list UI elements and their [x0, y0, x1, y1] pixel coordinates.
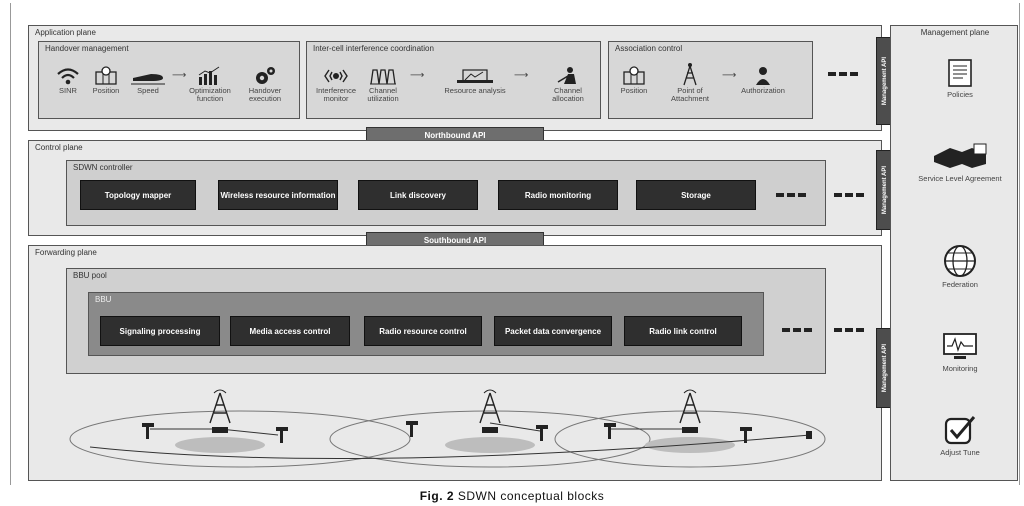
bbu-label: BBU [95, 295, 112, 304]
person-icon [756, 67, 770, 85]
sinr-item: SINR [50, 66, 86, 95]
signaling-processing-module: Signaling processing [100, 316, 220, 346]
association-control-group: Association control [608, 41, 813, 119]
sla-item: Service Level Agreement [905, 142, 1015, 184]
storage-module: Storage [636, 180, 756, 210]
globe-icon [944, 245, 976, 277]
point-of-attachment-label: Point of Attachment [671, 86, 709, 103]
handover-execution-label: Handover execution [248, 86, 282, 103]
monitoring-item: Monitoring [905, 332, 1015, 374]
arrow-icon: ⟶ [172, 70, 187, 81]
figure-caption: Fig. 2 SDWN conceptual blocks [0, 489, 1024, 503]
worker-icon [557, 67, 576, 84]
interference-coordination-group: Inter-cell interference coordination [306, 41, 601, 119]
arrow-icon: ⟶ [410, 70, 425, 81]
channel-allocation-item: Channel allocation [540, 66, 596, 103]
map-pin-icon [95, 66, 117, 85]
more-bbu-modules-ellipsis [782, 328, 812, 332]
coverage-ellipses [69, 410, 826, 468]
arrow-icon: ⟶ [722, 70, 737, 81]
radio-resource-control-module: Radio resource control [364, 316, 482, 346]
application-plane-label: Application plane [35, 28, 96, 37]
base-unit-icon [212, 427, 698, 433]
bar-chart-icon [198, 66, 220, 85]
waveform-icon [370, 69, 396, 85]
sla-label: Service Level Agreement [918, 174, 1002, 183]
bullet-train-icon [131, 74, 165, 85]
cell-tower-icon [209, 392, 701, 424]
optimization-item: Optimization function [186, 66, 234, 103]
wireless-resource-module: Wireless resource information [218, 180, 338, 210]
wifi-icon [57, 68, 79, 85]
channel-allocation-label: Channel allocation [552, 86, 584, 103]
figure-number: Fig. 2 [419, 489, 455, 503]
cell-shadows [175, 437, 735, 453]
radio-monitoring-module: Radio monitoring [498, 180, 618, 210]
link-discovery-module: Link discovery [358, 180, 478, 210]
more-controller-modules-ellipsis [776, 193, 806, 197]
links [89, 422, 811, 460]
figure-title: SDWN conceptual blocks [454, 489, 605, 503]
topology-mapper-module: Topology mapper [80, 180, 196, 210]
more-pools-ellipsis [834, 328, 864, 332]
sdwn-controller-label: SDWN controller [73, 163, 133, 172]
interference-coordination-label: Inter-cell interference coordination [313, 44, 434, 53]
bbu-pool-label: BBU pool [73, 271, 107, 280]
radio-link-control-module: Radio link control [624, 316, 742, 346]
channel-utilization-item: Channel utilization [360, 66, 406, 103]
association-position-item: Position [614, 66, 654, 95]
adjust-tune-item: Adjust Tune [905, 414, 1015, 458]
authorization-item: Authorization [738, 66, 788, 95]
federation-label: Federation [942, 280, 978, 289]
association-position-label: Position [620, 86, 648, 95]
gears-icon [256, 67, 275, 84]
arrow-icon: ⟶ [514, 70, 529, 81]
radio-unit-icon [142, 421, 812, 443]
cell-tower-icon [683, 63, 697, 86]
more-controllers-ellipsis [834, 193, 864, 197]
more-apps-ellipsis [828, 72, 858, 76]
packet-data-convergence-module: Packet data convergence [494, 316, 612, 346]
point-of-attachment-item: Point of Attachment [662, 62, 718, 103]
handshake-icon [934, 143, 987, 168]
association-control-label: Association control [615, 44, 683, 53]
monitoring-label: Monitoring [942, 364, 978, 373]
signal-burst-icon [324, 69, 348, 83]
handover-management-label: Handover management [45, 44, 129, 53]
optimization-label: Optimization function [189, 86, 231, 103]
handover-management-group: Handover management [38, 41, 300, 119]
position-label: Position [92, 86, 120, 95]
radio-access-network-illustration [69, 389, 826, 468]
forwarding-plane-label: Forwarding plane [35, 248, 97, 257]
position-item: Position [88, 66, 124, 95]
management-plane-label: Management plane [920, 28, 990, 37]
speed-label: Speed [137, 86, 159, 95]
policies-item: Policies [905, 58, 1015, 100]
map-pin-icon [623, 66, 645, 85]
speed-item: Speed [126, 66, 170, 95]
resource-analysis-label: Resource analysis [444, 86, 506, 95]
figure-frame [10, 3, 1020, 485]
document-icon [948, 59, 972, 87]
policies-label: Policies [947, 90, 973, 99]
channel-utilization-label: Channel utilization [367, 86, 399, 103]
media-access-control-module: Media access control [230, 316, 350, 346]
checkbox-icon [944, 416, 976, 445]
control-plane-label: Control plane [35, 143, 83, 152]
analysis-icon [457, 69, 493, 83]
federation-item: Federation [905, 244, 1015, 290]
sinr-label: SINR [59, 86, 77, 95]
handover-execution-item: Handover execution [240, 66, 290, 103]
interference-monitor-item: Interference monitor [314, 66, 358, 103]
monitor-icon [943, 333, 977, 359]
antenna-arcs [213, 389, 697, 394]
adjust-tune-label: Adjust Tune [940, 448, 980, 457]
interference-monitor-label: Interference monitor [315, 86, 357, 103]
resource-analysis-item: Resource analysis [442, 66, 508, 95]
authorization-label: Authorization [741, 86, 785, 95]
